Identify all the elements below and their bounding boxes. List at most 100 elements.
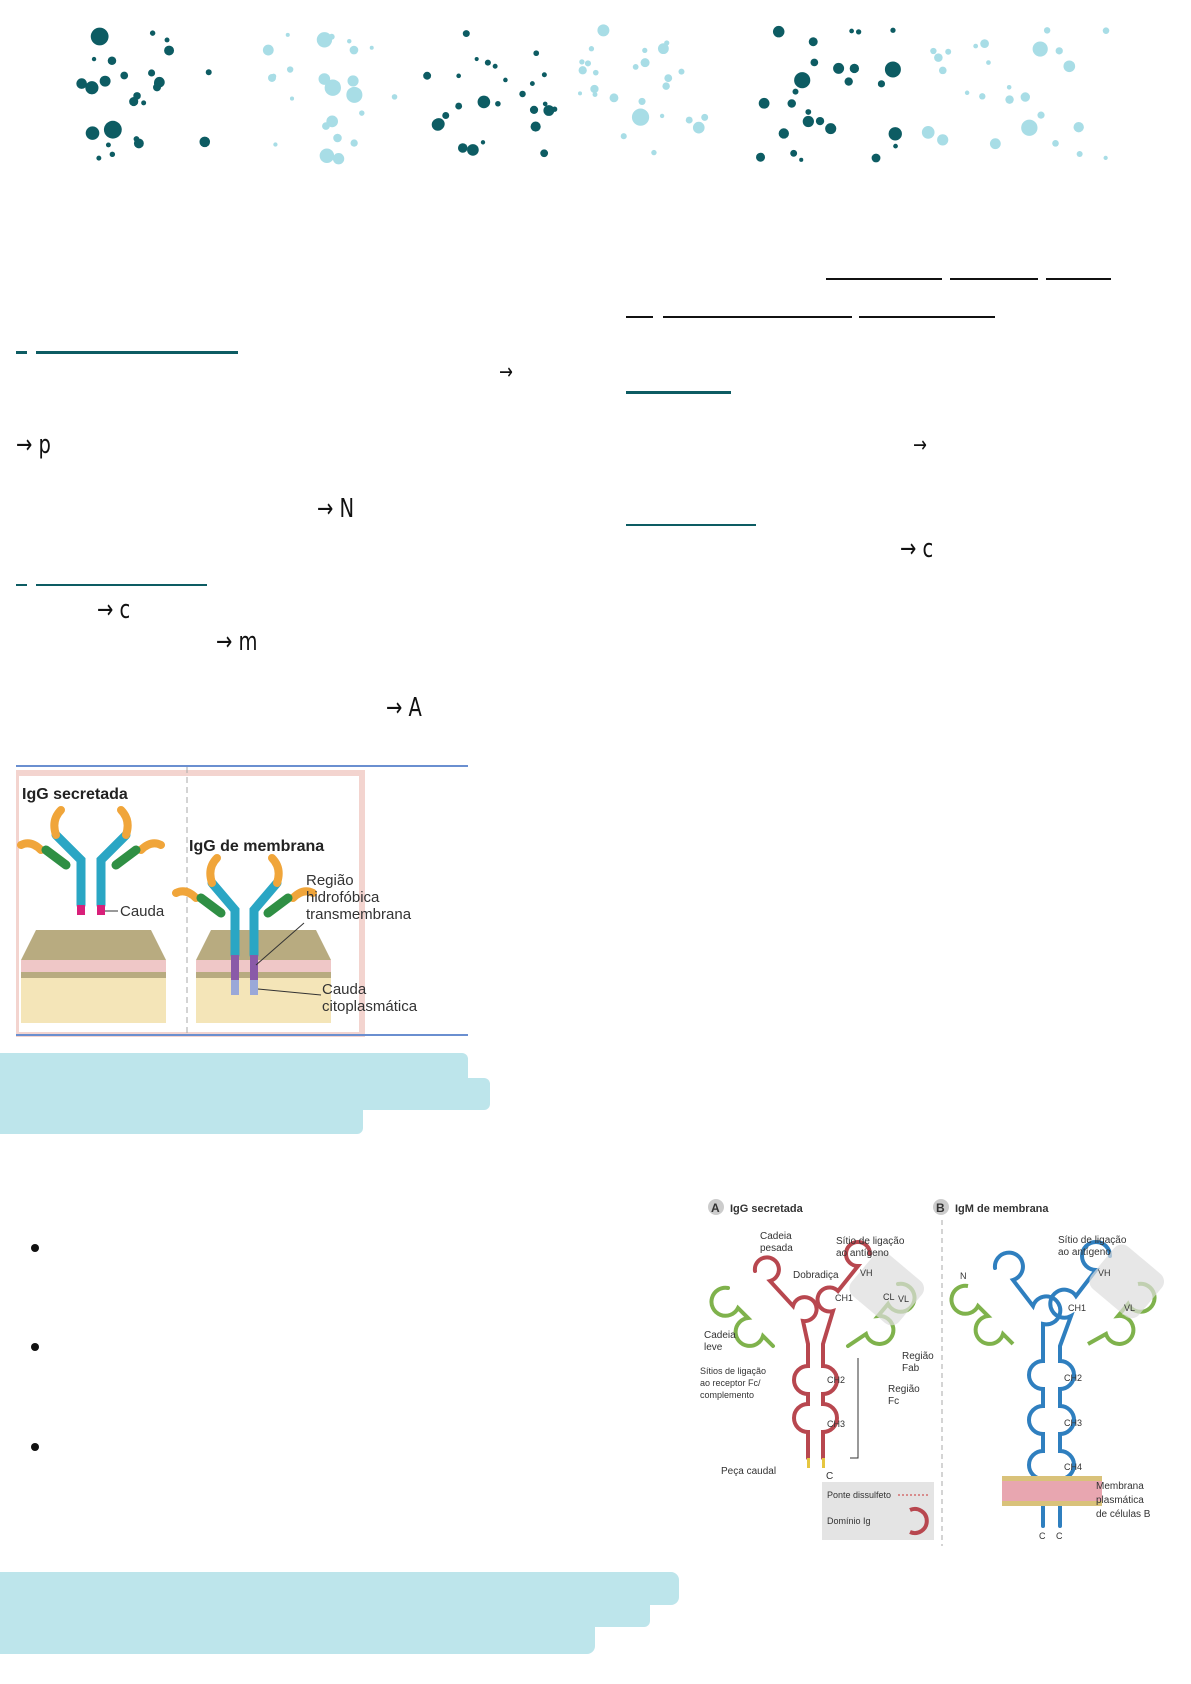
dot <box>551 106 558 112</box>
dot <box>1102 27 1110 34</box>
dot <box>96 155 102 161</box>
dot <box>349 45 359 55</box>
dot <box>799 157 804 162</box>
dot <box>347 39 352 44</box>
legend-ponte: Ponte dissulfeto <box>827 1490 891 1500</box>
dot <box>442 112 450 119</box>
dot <box>530 121 541 132</box>
dot <box>346 86 363 103</box>
dot <box>790 149 798 157</box>
label-peca-caudal: Peça caudal <box>721 1466 776 1477</box>
dot <box>542 101 548 107</box>
dot <box>268 73 276 82</box>
dot <box>103 120 122 139</box>
dot <box>350 139 358 147</box>
dot <box>133 138 144 149</box>
svg-text:C: C <box>1056 1531 1063 1541</box>
dot <box>332 153 345 165</box>
svg-text:CH3: CH3 <box>1064 1418 1082 1428</box>
dot <box>109 151 116 158</box>
dot <box>1020 92 1030 102</box>
dot <box>855 29 862 35</box>
dot <box>579 59 585 65</box>
dot <box>787 99 796 108</box>
dot <box>888 127 902 141</box>
dot <box>662 82 670 90</box>
dot <box>890 27 896 33</box>
dot <box>543 105 555 116</box>
dot <box>609 93 619 103</box>
note-arrow: → <box>499 360 513 385</box>
svg-text:A: A <box>711 1201 720 1215</box>
dot <box>85 126 100 140</box>
dot <box>1037 111 1045 119</box>
dot <box>592 92 598 97</box>
dot <box>286 66 294 73</box>
figure-igg-igm-domains: A IgG secretada B IgM de membrana Cadeia… <box>700 1199 1165 1546</box>
dot <box>1052 140 1059 147</box>
dot <box>1076 151 1083 158</box>
dot <box>199 136 211 148</box>
dot <box>359 110 365 116</box>
dot <box>884 61 901 78</box>
dot <box>685 116 693 124</box>
note-arrow-m: → m <box>216 627 258 657</box>
dot <box>432 118 445 131</box>
dot <box>503 77 508 83</box>
dot <box>333 133 342 143</box>
dot <box>1006 85 1012 90</box>
bullet <box>31 1244 39 1252</box>
dot <box>457 143 468 153</box>
dot <box>285 32 290 37</box>
dot <box>99 75 111 87</box>
dot <box>989 138 1001 150</box>
dot <box>815 116 825 126</box>
dot <box>149 30 156 36</box>
note-arrow-p: → p <box>16 430 51 460</box>
dot <box>938 66 947 75</box>
dot <box>701 113 709 121</box>
figure1-title-membrane: IgG de membrana <box>189 838 324 855</box>
dot <box>1063 60 1076 73</box>
dot <box>164 37 170 43</box>
dot <box>849 63 860 74</box>
dot <box>455 102 463 110</box>
dot <box>810 58 819 67</box>
dot <box>825 123 837 135</box>
dot <box>316 32 333 48</box>
dot <box>164 45 175 56</box>
dot <box>871 153 881 163</box>
underline <box>859 316 995 318</box>
dot <box>141 100 147 106</box>
dot <box>678 68 685 75</box>
dot <box>273 142 278 147</box>
svg-text:VH: VH <box>860 1268 873 1278</box>
dot <box>540 149 549 158</box>
dot <box>1005 95 1014 104</box>
dot <box>477 95 491 109</box>
dot <box>808 37 818 47</box>
dot <box>578 91 583 96</box>
figure-igg-secreted-vs-membrane: IgG secretada IgG de membrana Cauda Regi… <box>16 765 468 1037</box>
dot <box>495 100 501 107</box>
svg-text:B: B <box>936 1201 945 1215</box>
underline <box>663 316 852 318</box>
dot <box>120 71 129 80</box>
svg-text:VL: VL <box>898 1294 909 1304</box>
dot <box>979 93 986 100</box>
dot <box>964 90 970 96</box>
dot <box>1073 121 1084 133</box>
underline <box>1046 278 1111 280</box>
heading-underline <box>36 584 207 586</box>
dot <box>833 62 845 74</box>
highlight-block <box>0 1053 468 1079</box>
panel-a-title: IgG secretada <box>730 1203 804 1215</box>
dot <box>640 58 650 68</box>
bullet <box>31 1443 39 1451</box>
bullet <box>31 1343 39 1351</box>
svg-text:VL: VL <box>1124 1303 1135 1313</box>
